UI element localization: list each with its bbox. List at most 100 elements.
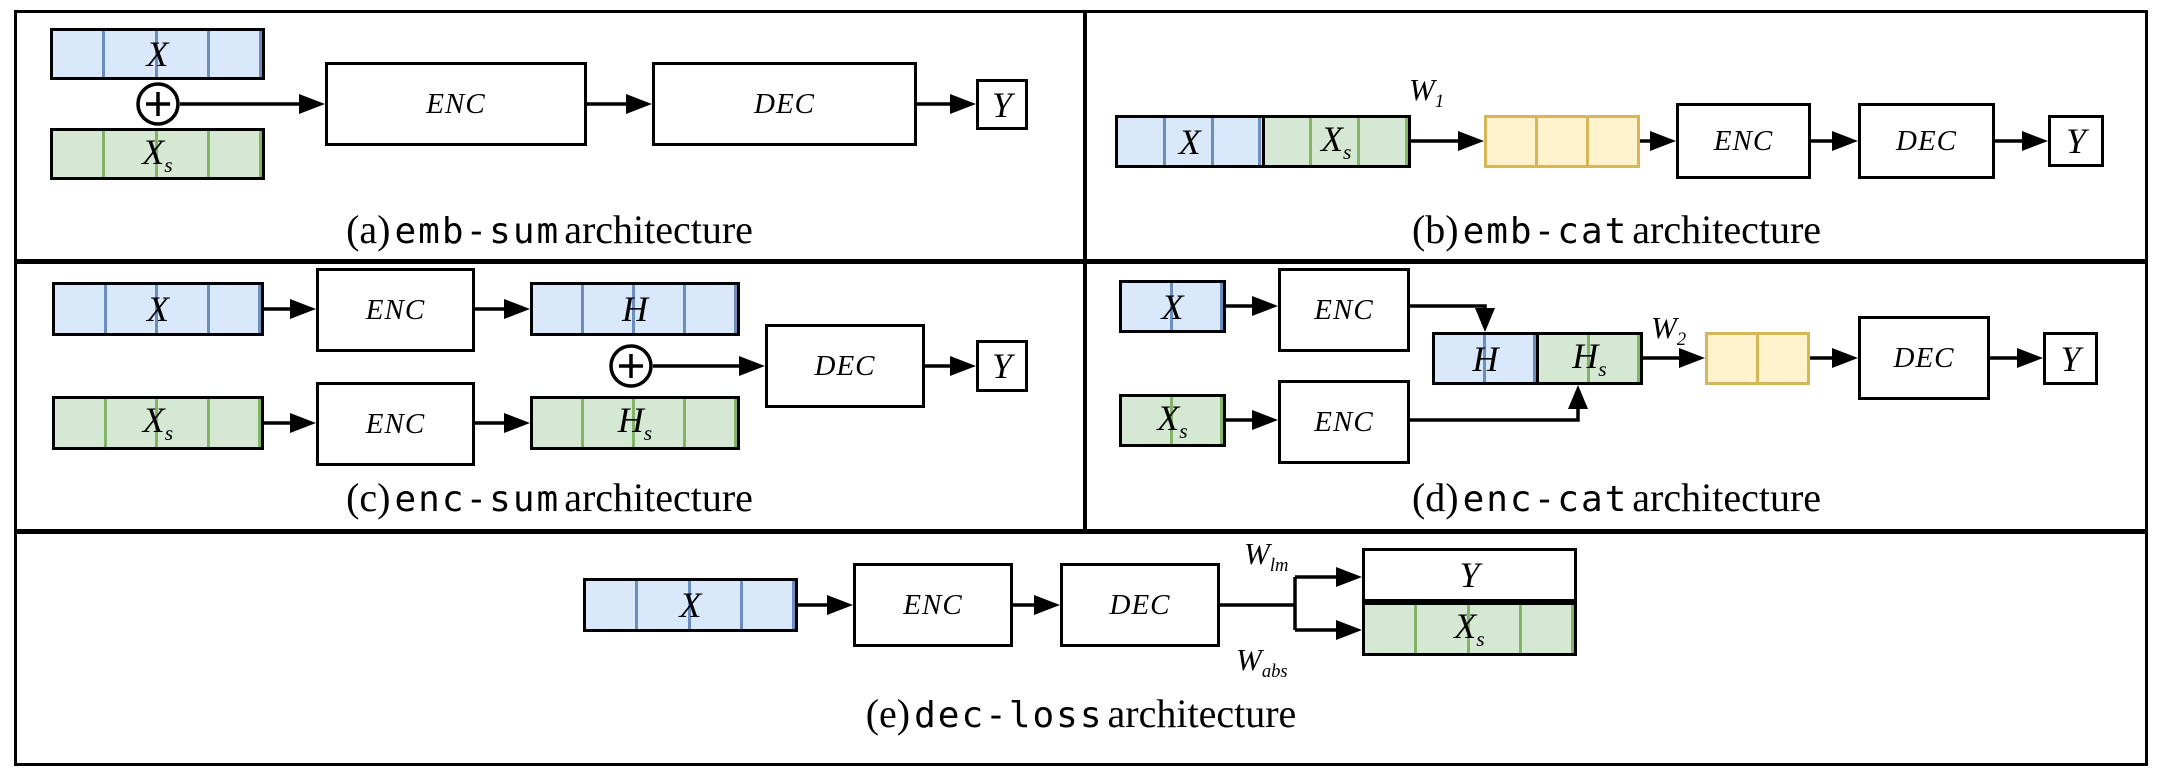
h-label: H bbox=[1472, 338, 1499, 379]
wires-enc-sum bbox=[264, 299, 976, 433]
y-box: Y bbox=[976, 340, 1028, 392]
y-box: Y bbox=[2048, 115, 2104, 167]
x-xs-concat-box: X Xs bbox=[1115, 115, 1411, 168]
y-label: Y bbox=[991, 84, 1013, 125]
enc-box-bottom: ENC bbox=[1278, 380, 1410, 464]
cell bbox=[1173, 397, 1223, 444]
cell bbox=[1538, 118, 1589, 165]
enc-label: ENC bbox=[365, 407, 426, 440]
arrow-x-to-enc bbox=[264, 299, 316, 319]
cell bbox=[1312, 118, 1361, 165]
cell bbox=[107, 399, 158, 447]
wabs-label: Wabs bbox=[1236, 642, 1288, 683]
cell bbox=[158, 131, 210, 177]
elbow-enc-to-hs bbox=[1410, 385, 1588, 422]
panel-enc-cat: X ENC Xs ENC H Hs W2 DEC bbox=[1085, 262, 2148, 532]
hs-label: Hs bbox=[1572, 336, 1607, 382]
y-box: Y bbox=[2043, 332, 2098, 385]
dec-box: DEC bbox=[652, 62, 917, 146]
h-label: H bbox=[622, 289, 648, 329]
x-segment: X bbox=[1118, 118, 1262, 165]
row-divider-2 bbox=[14, 529, 2148, 534]
x-box: X bbox=[52, 282, 264, 336]
arrow-dec-to-y bbox=[925, 356, 976, 376]
arrow-enc-to-h bbox=[475, 299, 530, 319]
cell bbox=[635, 285, 686, 333]
arrow-w1 bbox=[1411, 131, 1484, 151]
cell bbox=[107, 285, 158, 333]
cell bbox=[1417, 605, 1470, 653]
xs-label: Xs bbox=[1454, 606, 1485, 652]
wires-emb-sum bbox=[136, 82, 976, 126]
projected-embedding-box bbox=[1484, 115, 1640, 168]
enc-box: ENC bbox=[853, 563, 1013, 647]
arrow-dec-to-y bbox=[1990, 348, 2043, 368]
dec-label: DEC bbox=[1896, 124, 1957, 157]
enc-box: ENC bbox=[325, 62, 587, 146]
cell bbox=[1708, 335, 1759, 382]
cell bbox=[210, 285, 261, 333]
arrow-dec-to-y bbox=[917, 94, 976, 114]
w2-label: W2 bbox=[1651, 310, 1687, 351]
plus-circle-icon bbox=[609, 344, 653, 388]
h-hs-concat-box: H Hs bbox=[1432, 332, 1643, 385]
cell bbox=[1487, 118, 1538, 165]
x-label: X bbox=[1178, 121, 1201, 162]
cell bbox=[1365, 605, 1418, 653]
fork-dec-output bbox=[1220, 567, 1362, 640]
enc-box-top: ENC bbox=[1278, 268, 1410, 352]
xs-box: Xs bbox=[50, 128, 265, 180]
arrow-x-to-enc bbox=[798, 595, 853, 615]
wires-dec-loss bbox=[798, 567, 1362, 640]
enc-label: ENC bbox=[426, 87, 486, 120]
cell bbox=[158, 31, 210, 77]
cell bbox=[584, 399, 635, 447]
xs-label: Xs bbox=[142, 132, 173, 178]
x-label: X bbox=[147, 289, 169, 329]
enc-label: ENC bbox=[365, 293, 426, 326]
y-label: Y bbox=[2065, 121, 2087, 161]
cell bbox=[210, 31, 262, 77]
y-label: Y bbox=[2060, 338, 2081, 379]
cell bbox=[1122, 397, 1173, 444]
xs-box: Xs bbox=[52, 396, 264, 450]
y-box: Y bbox=[976, 79, 1028, 130]
cell bbox=[743, 581, 795, 629]
xs-label: Xs bbox=[1321, 119, 1352, 165]
dec-box: DEC bbox=[765, 324, 925, 408]
arrow-sum-to-enc bbox=[180, 94, 325, 114]
cell bbox=[1759, 335, 1807, 382]
x-label: X bbox=[679, 585, 702, 625]
projected-hidden-box bbox=[1705, 332, 1810, 385]
xs-box: Xs bbox=[1119, 394, 1226, 447]
elbow-enc-to-h bbox=[1410, 304, 1495, 332]
cell bbox=[1265, 118, 1313, 165]
cell bbox=[1486, 335, 1536, 382]
cell bbox=[1590, 335, 1640, 382]
x-box: X bbox=[583, 578, 798, 632]
cell bbox=[1118, 118, 1166, 165]
cell bbox=[158, 399, 210, 447]
cell bbox=[635, 399, 686, 447]
w1-label: W1 bbox=[1409, 72, 1445, 113]
enc-box: ENC bbox=[1676, 103, 1811, 179]
cell bbox=[55, 399, 107, 447]
arrow-yellow-to-dec bbox=[1810, 348, 1858, 368]
wlm-label: Wlm bbox=[1244, 536, 1289, 577]
cell bbox=[105, 131, 158, 177]
dec-label: DEC bbox=[1109, 588, 1171, 621]
wires-enc-cat bbox=[1226, 296, 2043, 430]
cell bbox=[158, 285, 210, 333]
x-label: X bbox=[1161, 286, 1184, 327]
y-box: Y bbox=[1362, 548, 1577, 602]
cell bbox=[53, 131, 106, 177]
arrow-w2 bbox=[1643, 348, 1705, 368]
y-label: Y bbox=[991, 346, 1013, 386]
cell bbox=[210, 131, 262, 177]
cell bbox=[1589, 118, 1637, 165]
dec-label: DEC bbox=[814, 349, 876, 382]
